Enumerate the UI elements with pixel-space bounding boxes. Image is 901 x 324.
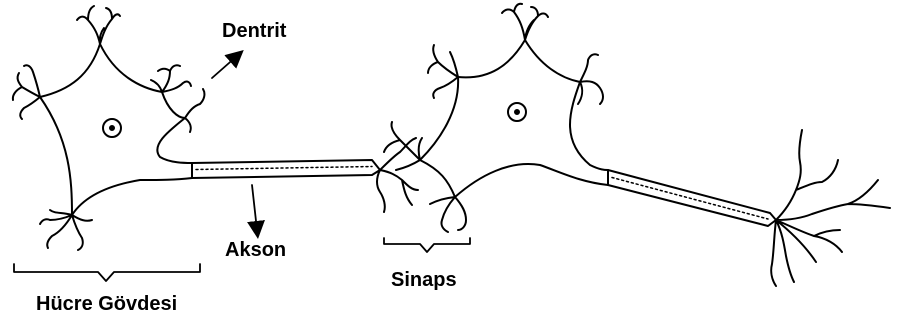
axon1-inner [196, 167, 372, 170]
dendrite-pointer-arrow [212, 56, 237, 78]
neuron1-nucleolus [110, 126, 114, 130]
axon2-outer [608, 170, 776, 226]
cell-body-bracket [14, 264, 200, 281]
axon2-inner [612, 178, 768, 220]
axon-pointer-arrow [252, 185, 257, 230]
neuron2-cell-body [420, 40, 608, 197]
synapse-label: Sinaps [391, 270, 457, 290]
neuron2-nucleolus [515, 110, 519, 114]
dendrite-label: Dentrit [222, 21, 286, 41]
axon1-outer [192, 160, 380, 178]
axon-label: Akson [225, 240, 286, 260]
synapse-bracket [384, 238, 470, 252]
cell-body-label: Hücre Gövdesi [36, 294, 177, 314]
